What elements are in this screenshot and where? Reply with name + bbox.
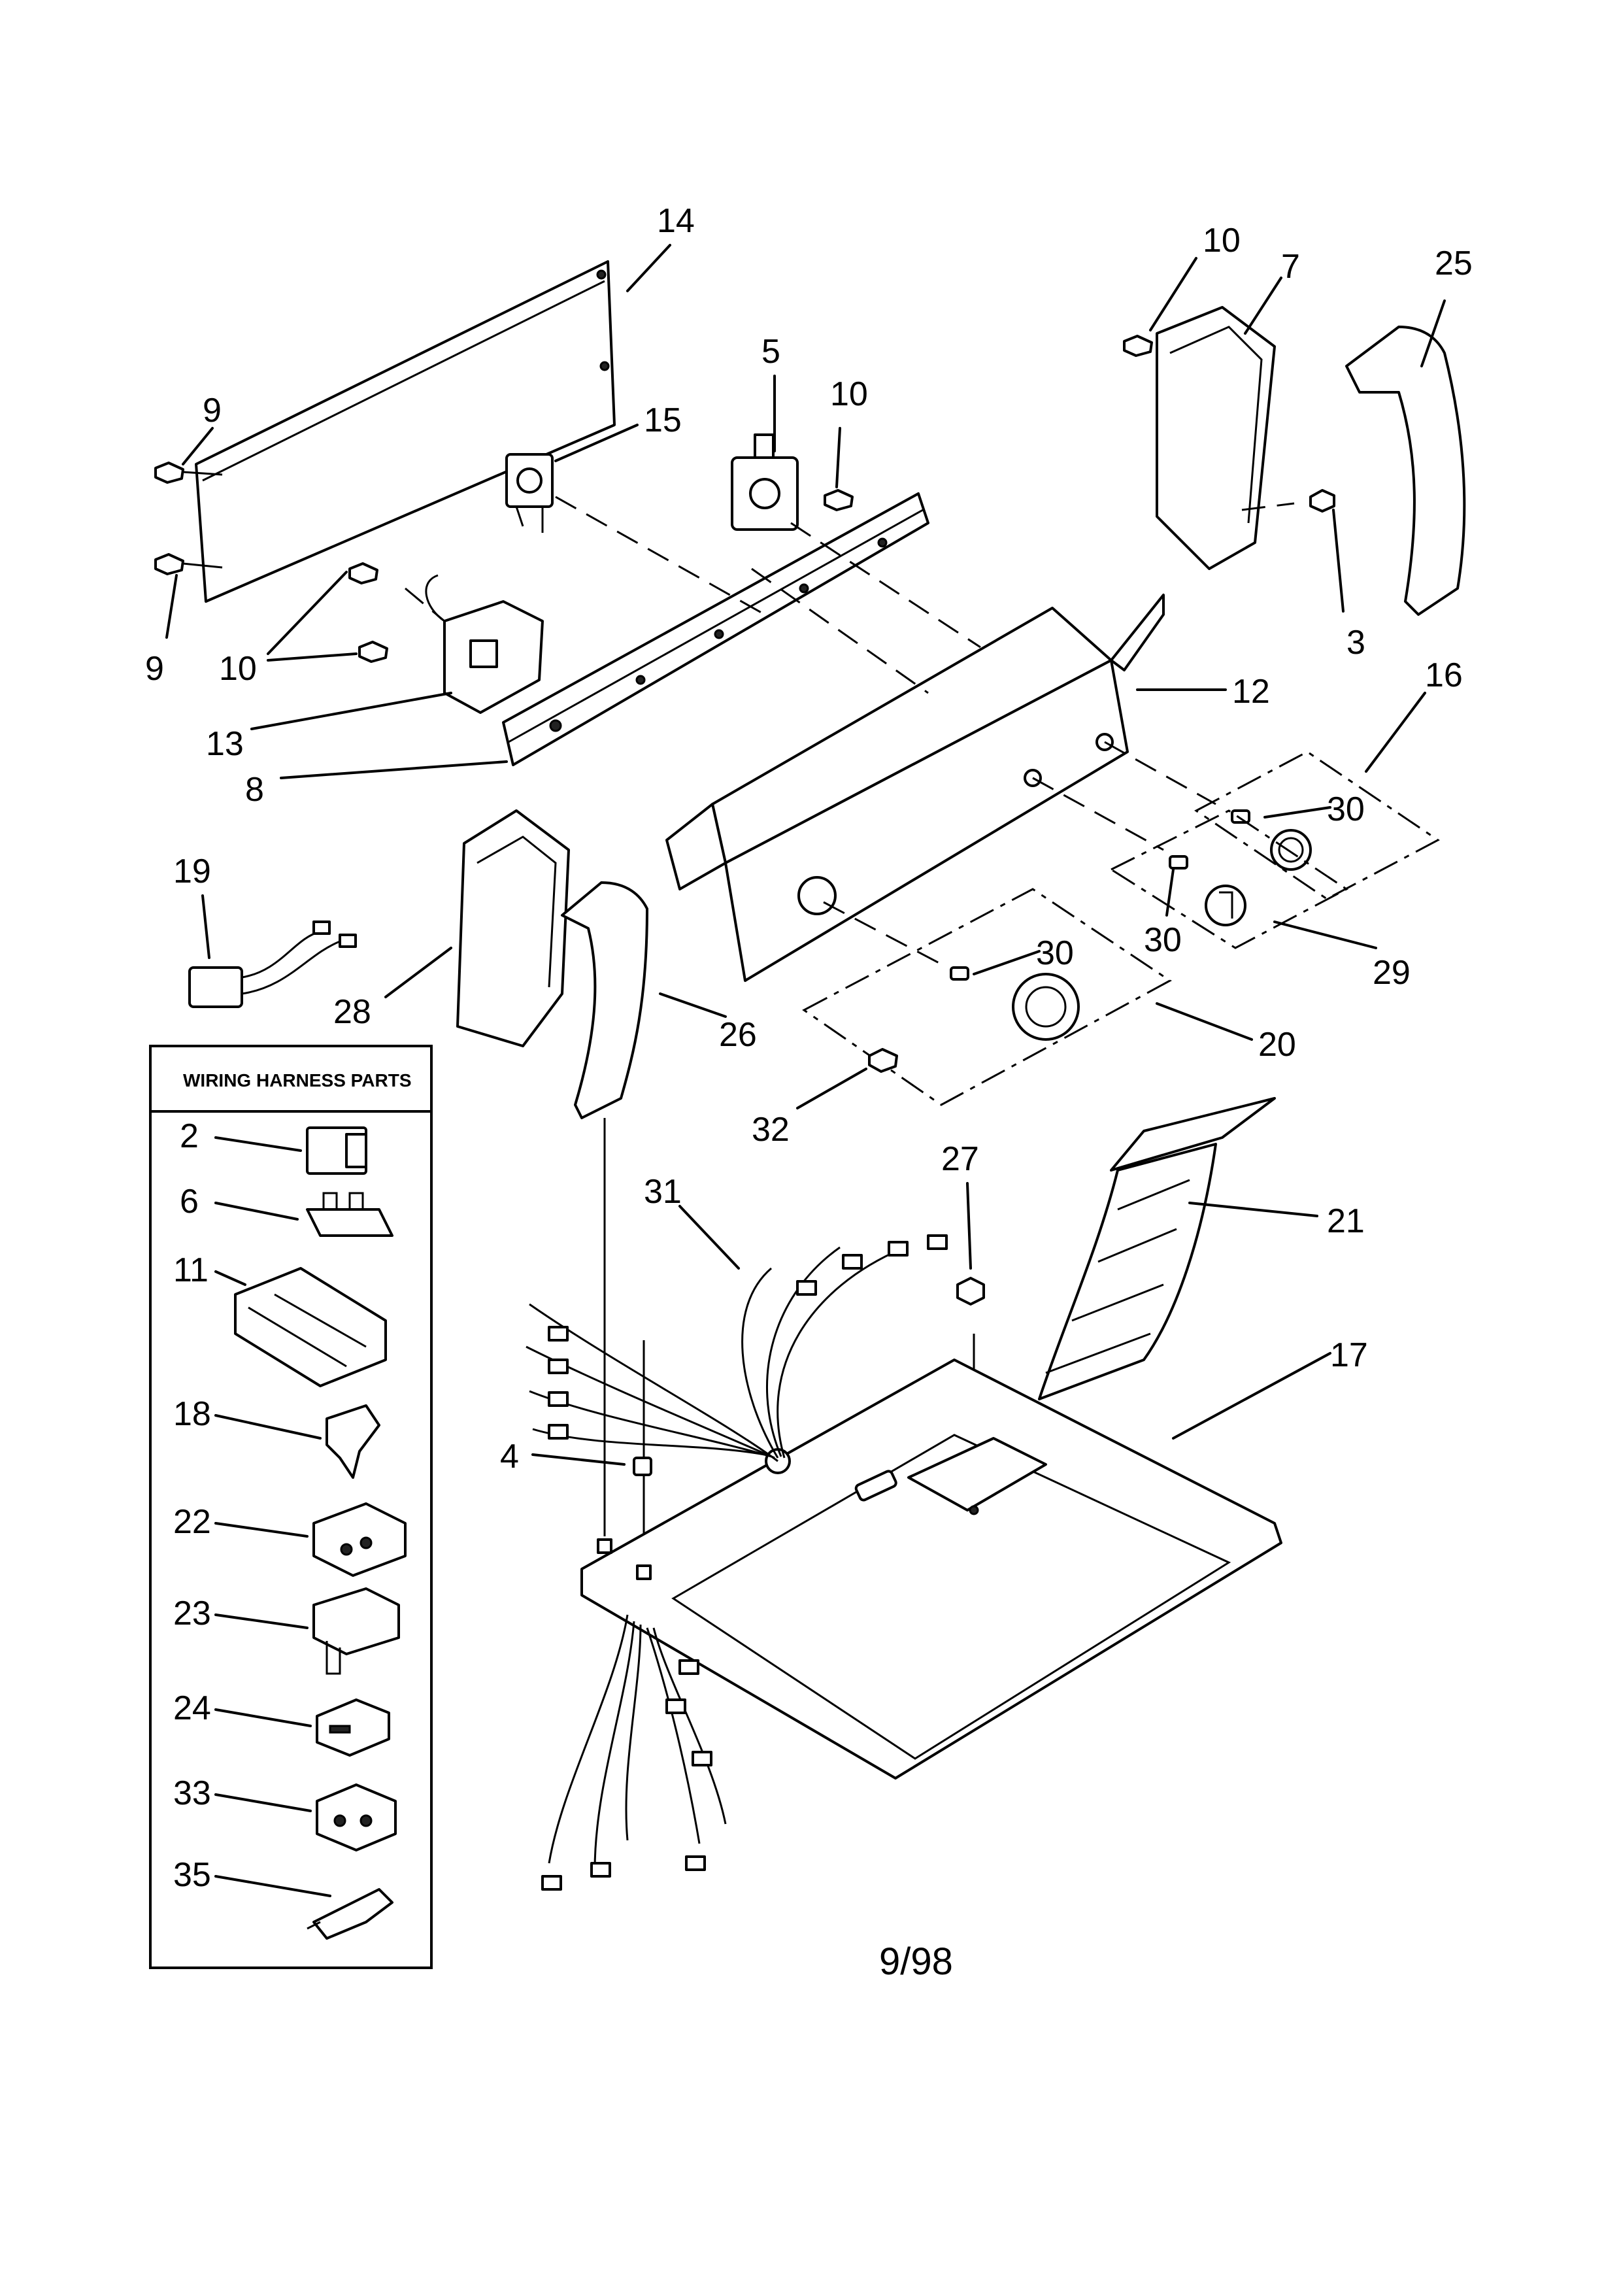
- lint-filter-part: [1038, 1097, 1276, 1400]
- leader-lines: [165, 244, 1446, 1466]
- callout-4: 4: [500, 1438, 519, 1476]
- legend-item-label: 18: [173, 1395, 211, 1433]
- legend-title: WIRING HARNESS PARTS: [183, 1070, 412, 1090]
- callout-30: 30: [1036, 934, 1074, 972]
- connector-part: [326, 1404, 380, 1479]
- legend-item-label: 11: [173, 1251, 209, 1289]
- callout-13: 13: [206, 725, 244, 763]
- callout-9: 9: [145, 650, 164, 688]
- screw-part: [154, 462, 223, 484]
- wiring-harness-legend: WIRING HARNESS PARTS 2 6 11 18 22: [149, 1045, 433, 1969]
- legend-item-label: 6: [180, 1183, 199, 1221]
- harness-part: [188, 920, 357, 1008]
- legend-item-label: 2: [180, 1117, 199, 1155]
- screw-part: [1309, 489, 1335, 513]
- end-cap-part: [1156, 306, 1276, 570]
- screw-part: [956, 1277, 985, 1306]
- connector-part: [548, 1234, 948, 1440]
- revision-date: 9/98: [879, 1940, 953, 1983]
- motor-switch-part: [425, 574, 544, 714]
- connector-part: [312, 1587, 400, 1675]
- callout-14: 14: [657, 202, 695, 240]
- callout-10: 10: [1203, 222, 1241, 260]
- screw-part: [358, 641, 388, 663]
- callout-31: 31: [644, 1173, 682, 1211]
- screw-part: [348, 562, 378, 584]
- legend-item-label: 24: [173, 1689, 211, 1727]
- connector-part: [312, 1502, 407, 1577]
- callout-32: 32: [752, 1111, 790, 1149]
- screw-part: [154, 553, 223, 575]
- connector-part: [307, 1888, 393, 1940]
- knob-part: [1270, 829, 1312, 871]
- connector-part: [306, 1192, 393, 1237]
- callout-9: 9: [203, 392, 222, 430]
- callout-labels: 14 9 9 15 5 10 10 10 7 25 13 8 3 12 16 3…: [145, 202, 1473, 1476]
- callout-20: 20: [1258, 1026, 1296, 1064]
- knob-part: [1205, 885, 1246, 926]
- callout-29: 29: [1373, 954, 1411, 992]
- callout-21: 21: [1327, 1202, 1365, 1240]
- wiring-harness-part: [526, 1234, 948, 1891]
- switch-part: [505, 453, 554, 533]
- control-panel-part: [665, 594, 1165, 982]
- rear-panel-part: [195, 260, 616, 603]
- callout-3: 3: [1346, 624, 1365, 662]
- connector-part: [234, 1267, 387, 1387]
- callout-25: 25: [1435, 245, 1473, 282]
- callout-27: 27: [941, 1140, 979, 1178]
- callout-30: 30: [1144, 921, 1182, 959]
- screw-part: [1123, 335, 1153, 357]
- callout-5: 5: [761, 333, 780, 371]
- left-end-cap-trim-part: [561, 881, 648, 1119]
- timer-part: [731, 433, 799, 531]
- callout-19: 19: [173, 853, 211, 890]
- callout-8: 8: [245, 771, 264, 809]
- end-cap-trim-part: [1345, 326, 1466, 616]
- clip-part: [633, 1457, 652, 1476]
- callout-17: 17: [1330, 1336, 1368, 1374]
- knob-part: [1012, 973, 1080, 1041]
- callout-26: 26: [719, 1016, 757, 1054]
- callout-10: 10: [219, 650, 257, 688]
- left-end-cap-part: [456, 809, 570, 1047]
- callout-10: 10: [830, 375, 868, 413]
- connector-part: [306, 1126, 367, 1175]
- callout-28: 28: [333, 993, 371, 1031]
- legend-item-label: 23: [173, 1595, 211, 1632]
- legend-item-label: 33: [173, 1774, 211, 1812]
- callout-7: 7: [1281, 248, 1300, 286]
- console-bracket-part: [502, 492, 929, 766]
- screw-part: [824, 489, 854, 511]
- screw-part: [868, 1048, 898, 1073]
- top-panel-part: [580, 1359, 1282, 1780]
- connector-part: [316, 1698, 390, 1757]
- legend-item-label: 22: [173, 1503, 211, 1541]
- callout-30: 30: [1327, 790, 1365, 828]
- callout-16: 16: [1425, 656, 1463, 694]
- legend-item-label: 35: [173, 1856, 211, 1894]
- callout-12: 12: [1232, 673, 1270, 711]
- connector-part: [541, 1659, 712, 1891]
- knob-clip-part: [950, 809, 1250, 981]
- connector-part: [316, 1783, 397, 1851]
- callout-15: 15: [644, 401, 682, 439]
